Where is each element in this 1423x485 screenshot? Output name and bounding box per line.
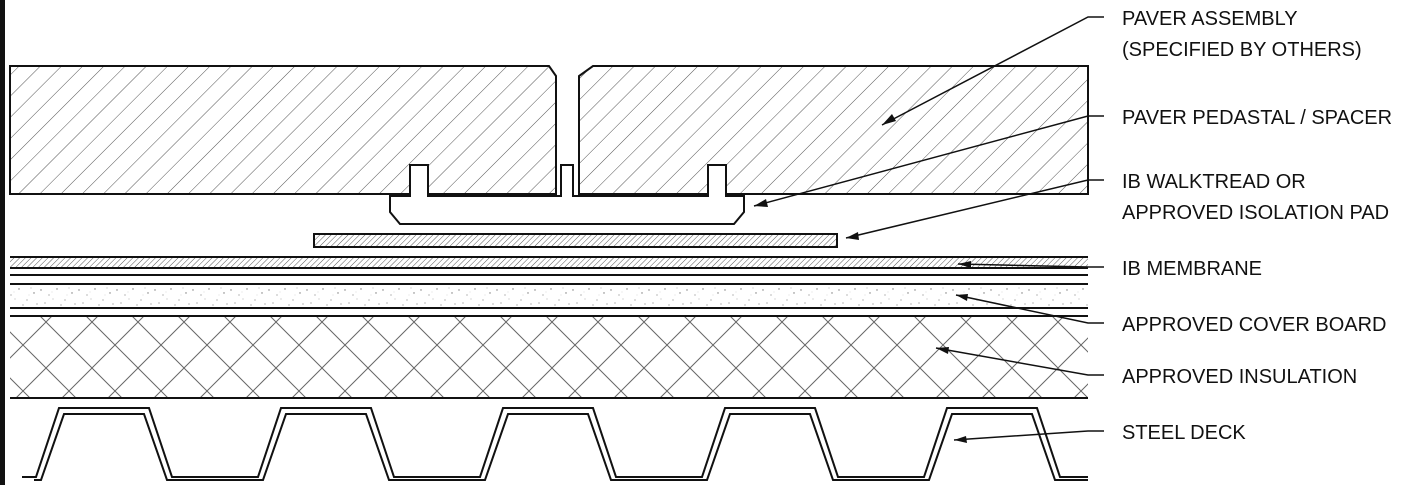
leader-steel-deck (953, 430, 1104, 441)
membrane-layer (10, 258, 1088, 268)
arrowhead-steel-deck (954, 436, 967, 443)
steel-deck-inner (34, 413, 1088, 481)
steel-deck-outer (22, 407, 1088, 478)
arrowhead-paver-pedestal (754, 199, 768, 207)
leader-paver-assembly (881, 16, 1104, 126)
label-insulation: APPROVED INSULATION (1122, 366, 1357, 388)
leader-arrowheads (754, 114, 971, 443)
arrowhead-membrane (958, 261, 971, 268)
leader-paver-pedestal (753, 115, 1104, 207)
label-walktread-line1: IB WALKTREAD OR (1122, 171, 1306, 193)
leader-membrane (957, 263, 1104, 268)
label-paver-assembly-line2: (SPECIFIED BY OTHERS) (1122, 39, 1362, 61)
insulation-layer (10, 316, 1088, 398)
cover-board-layer (10, 284, 1088, 308)
label-walktread-line2: APPROVED ISOLATION PAD (1122, 202, 1389, 224)
leader-walktread (845, 179, 1104, 239)
arrowhead-insulation (936, 347, 949, 354)
isolation-pad (313, 233, 838, 248)
leader-cover-board (955, 294, 1104, 324)
left-frame-border (0, 0, 5, 485)
arrowhead-paver-assembly (882, 114, 896, 125)
label-steel-deck: STEEL DECK (1122, 422, 1246, 444)
label-paver-pedestal: PAVER PEDASTAL / SPACER (1122, 107, 1392, 129)
label-cover-board: APPROVED COVER BOARD (1122, 314, 1387, 336)
label-membrane: IB MEMBRANE (1122, 258, 1262, 280)
arrowhead-walktread (846, 232, 859, 240)
leader-lines (753, 16, 1104, 441)
leader-insulation (935, 347, 1104, 376)
arrowhead-cover-board (956, 294, 968, 301)
label-paver-assembly-line1: PAVER ASSEMBLY (1122, 8, 1298, 30)
paver-right (578, 65, 1089, 195)
paver-pedestal (389, 164, 745, 225)
paver-left (9, 65, 557, 195)
